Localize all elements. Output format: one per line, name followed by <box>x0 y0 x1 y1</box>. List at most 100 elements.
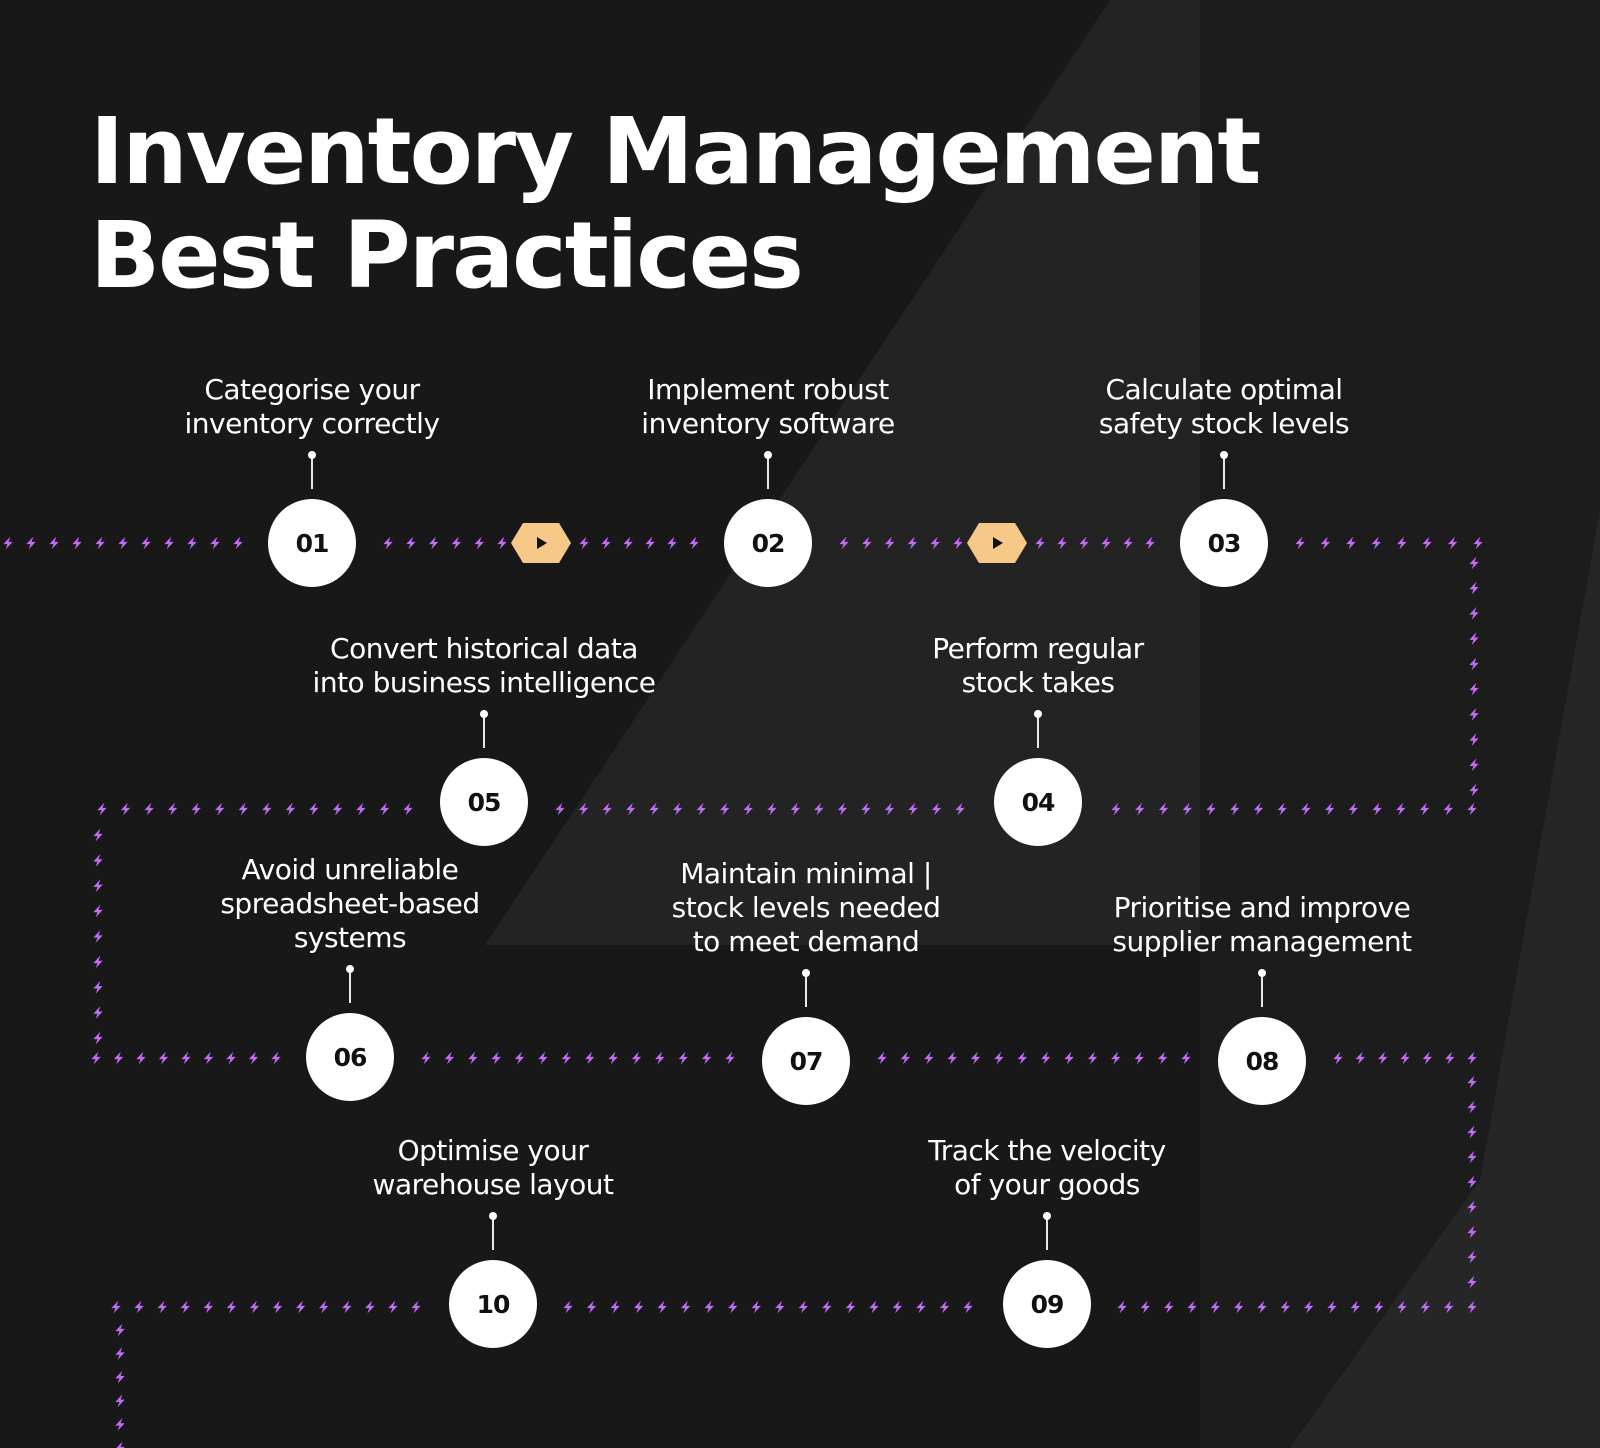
bolt-icon <box>1017 1051 1027 1065</box>
bolt-icon <box>725 1051 735 1065</box>
bolt-icon <box>1374 1300 1384 1314</box>
bolt-icon <box>1467 1275 1477 1289</box>
bolt-icon <box>181 1051 191 1065</box>
bolt-icon <box>645 536 655 550</box>
step-label-line: spreadsheet-based <box>220 887 480 920</box>
bolt-icon <box>689 536 699 550</box>
bolt-icon <box>332 802 343 816</box>
bolt-icon <box>210 536 220 550</box>
bolt-icon <box>49 536 59 550</box>
bolt-icon <box>1372 802 1382 816</box>
bolt-icon <box>1327 1300 1337 1314</box>
play-triangle <box>993 537 1003 549</box>
step-number-05: 05 <box>440 758 528 846</box>
bolt-icon <box>1467 1300 1477 1314</box>
bolt-icon <box>167 802 178 816</box>
bolt-icon <box>1348 802 1358 816</box>
bolt-icon <box>1123 536 1133 550</box>
bolt-icon <box>249 1300 260 1314</box>
bolt-icon <box>672 802 683 816</box>
step-label-line: Categorise your <box>204 373 420 406</box>
bolt-icon <box>586 1300 597 1314</box>
bolt-icon <box>1422 536 1432 550</box>
bolt-icon <box>633 1300 644 1314</box>
step-label-line: warehouse layout <box>372 1168 614 1201</box>
bolt-icon <box>578 802 589 816</box>
bolt-icon <box>1445 1051 1455 1065</box>
bolt-icon <box>309 802 319 816</box>
bolt-icon <box>93 1031 103 1045</box>
bolt-icon <box>1064 1051 1074 1065</box>
bolt-icon <box>115 1347 125 1361</box>
bolt-icon <box>728 1300 738 1314</box>
step-connector <box>1034 710 1042 748</box>
bolt-icon <box>767 802 777 816</box>
page-title: Inventory Management Best Practices <box>90 100 1261 309</box>
bolt-icon <box>720 802 730 816</box>
bolt-icon <box>1101 536 1111 550</box>
bolt-icon <box>1324 802 1335 816</box>
bolt-icon <box>1469 556 1479 570</box>
bolt-icon <box>1469 606 1479 620</box>
bolt-icon <box>1320 536 1331 550</box>
bolt-icon <box>623 536 633 550</box>
bolt-icon <box>845 1300 856 1314</box>
step-number-07: 07 <box>762 1017 850 1105</box>
bolt-icon <box>892 1300 903 1314</box>
bolt-icon <box>1419 802 1430 816</box>
bolt-icon <box>538 1051 548 1065</box>
bolt-icon <box>1295 536 1305 550</box>
bolt-icon <box>1469 657 1479 671</box>
title-line-2: Best Practices <box>90 202 804 309</box>
bolt-icon <box>180 1300 190 1314</box>
bolt-icon <box>625 802 636 816</box>
bolt-icon <box>134 1300 144 1314</box>
bolt-icon <box>158 1051 169 1065</box>
bolt-icon <box>233 536 243 550</box>
bolt-icon <box>994 1051 1004 1065</box>
bolt-icon <box>1371 536 1381 550</box>
bolt-icon <box>1182 802 1192 816</box>
bolt-icon <box>514 1051 525 1065</box>
bolt-icon <box>115 1323 125 1337</box>
bolt-icon <box>1469 733 1479 747</box>
bolt-icon <box>272 1300 283 1314</box>
step-label-line: systems <box>293 921 407 954</box>
bolt-icon <box>1469 581 1479 595</box>
bolt-icon <box>1134 1051 1144 1065</box>
step-connector <box>1043 1212 1051 1250</box>
bolt-icon <box>837 802 848 816</box>
bolt-icon <box>248 1051 259 1065</box>
bolt-icon <box>877 1051 887 1065</box>
bolt-icon <box>1253 802 1264 816</box>
step-label-line: to meet demand <box>692 925 920 958</box>
bolt-icon <box>203 1051 214 1065</box>
bolt-icon <box>26 536 36 550</box>
step-label-line: Calculate optimal <box>1105 373 1343 406</box>
bolt-icon <box>1396 802 1406 816</box>
bolt-icon <box>1467 1200 1477 1214</box>
bolt-icon <box>1467 1225 1477 1239</box>
bolt-icon <box>1277 802 1287 816</box>
bolt-icon <box>916 1300 926 1314</box>
step-label-line: Avoid unreliable <box>241 853 459 886</box>
bolt-icon <box>900 1051 911 1065</box>
bolt-icon <box>1158 802 1169 816</box>
bolt-icon <box>262 802 272 816</box>
bolt-icon <box>701 1051 712 1065</box>
bolt-icon <box>1422 1051 1432 1065</box>
bolt-icon <box>1140 1300 1150 1314</box>
bolt-icon <box>1350 1300 1360 1314</box>
bolt-icon <box>1111 1051 1121 1065</box>
bolt-icon <box>379 802 390 816</box>
bolt-icon <box>655 1051 665 1065</box>
bolt-icon <box>1117 1300 1127 1314</box>
step-label-line: Convert historical data <box>330 632 638 665</box>
step-number-03: 03 <box>1180 499 1268 587</box>
step-label-line: Implement robust <box>647 373 889 406</box>
bolt-icon <box>72 536 82 550</box>
